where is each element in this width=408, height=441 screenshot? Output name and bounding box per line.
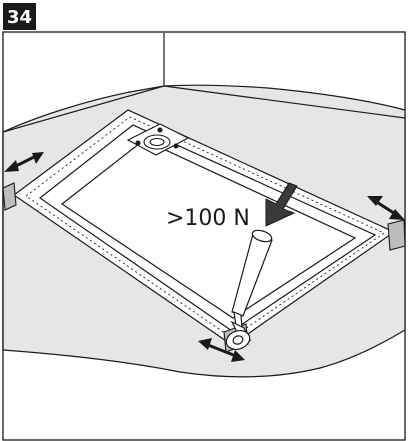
adjust-arrow-right	[367, 196, 405, 220]
tray-frame	[12, 109, 396, 346]
pressure-roller-icon	[225, 229, 273, 351]
down-arrow-icon	[265, 182, 298, 227]
step-number-badge	[3, 3, 36, 30]
double-headed-arrow-icon	[4, 152, 405, 362]
step-number: 34	[7, 7, 32, 28]
drain-icon	[126, 123, 190, 156]
corner-clamp-right	[387, 219, 406, 251]
corner-clamp-left	[2, 182, 17, 211]
adjust-arrow-bottom	[198, 338, 245, 362]
step-badge: 34	[3, 3, 36, 30]
tray-base	[60, 139, 357, 319]
adjust-arrow-left	[4, 152, 44, 172]
wall-base-edges	[2, 85, 406, 133]
force-label: >100 N	[166, 206, 250, 231]
